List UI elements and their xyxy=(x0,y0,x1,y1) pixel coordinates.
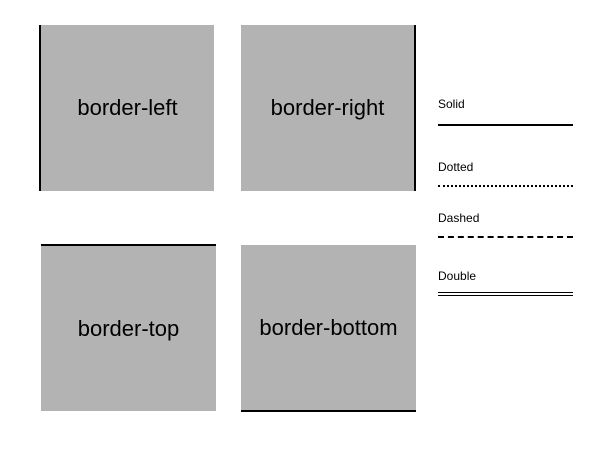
border-bottom-label: border-bottom xyxy=(259,314,398,340)
legend-double-line xyxy=(438,292,573,296)
border-left-label: border-left xyxy=(77,95,178,120)
border-top-box: border-top xyxy=(41,244,216,411)
legend-dotted-label: Dotted xyxy=(438,160,474,174)
legend-dashed-label: Dashed xyxy=(438,211,480,225)
legend-double-label: Double xyxy=(438,269,477,283)
legend-solid-label: Solid xyxy=(438,97,465,111)
border-left-box: border-left xyxy=(39,25,214,191)
legend-dotted-line xyxy=(438,185,573,187)
border-top-label: border-top xyxy=(77,315,180,341)
legend-dashed-line xyxy=(438,236,573,238)
border-right-label: border-right xyxy=(270,95,385,120)
legend-solid-line xyxy=(438,124,573,126)
border-bottom-box: border-bottom xyxy=(241,245,416,412)
border-right-box: border-right xyxy=(241,25,416,191)
